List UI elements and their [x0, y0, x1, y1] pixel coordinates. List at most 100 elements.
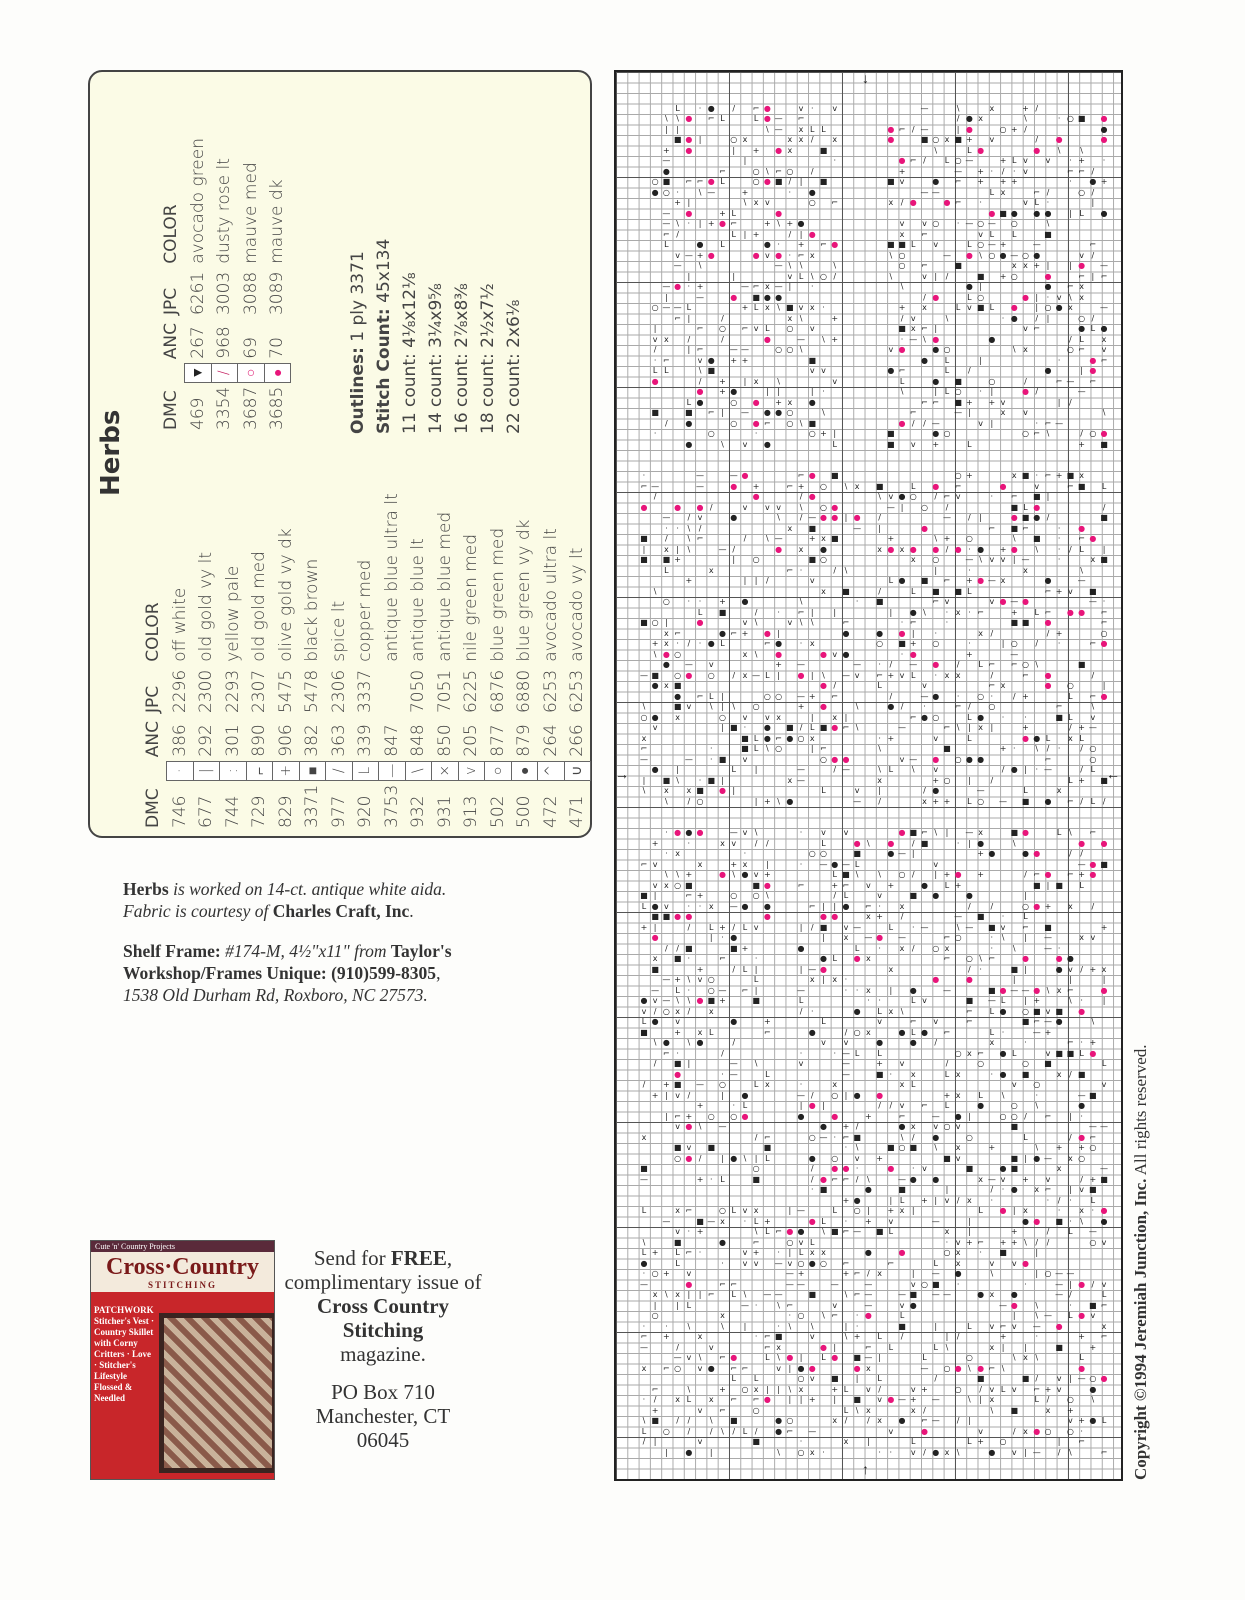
- stitch-symbol: ○: [820, 754, 827, 764]
- stitch-symbol: L: [765, 1227, 770, 1236]
- stitch-symbol: |: [1012, 555, 1016, 564]
- dmc-number: 932: [408, 795, 429, 828]
- stitch-symbol: ●: [763, 292, 771, 302]
- stitch-symbol: ⌐: [808, 901, 816, 911]
- stitch-symbol: ·: [799, 828, 803, 837]
- stitch-symbol: L: [1068, 691, 1073, 701]
- stitch-symbol: |: [698, 135, 702, 144]
- stitch-symbol: \: [709, 1416, 713, 1425]
- stitch-symbol: L: [1068, 775, 1073, 785]
- stitch-symbol: /: [721, 334, 724, 344]
- stitch-symbol: |: [934, 387, 938, 396]
- stitch-symbol: |: [653, 1437, 657, 1446]
- symbol-swatch: ■: [299, 761, 326, 781]
- stitch-symbol: v: [832, 103, 838, 113]
- stitch-symbol: \: [777, 219, 780, 228]
- stitch-symbol: —: [909, 754, 918, 764]
- stitch-symbol: L: [753, 114, 759, 123]
- stitch-symbol: x: [798, 124, 804, 134]
- stitch-symbol: \: [721, 1321, 724, 1331]
- stitch-symbol: +: [887, 880, 895, 890]
- stitch-symbol: ·: [653, 355, 657, 365]
- stitch-symbol: ○: [752, 555, 760, 564]
- stitch-symbol: |: [721, 775, 724, 785]
- stitch-symbol: L: [843, 891, 849, 900]
- stitch-symbol: ●: [640, 996, 648, 1005]
- stitch-symbol: ●: [898, 1248, 906, 1257]
- stitch-symbol: v: [1011, 1258, 1017, 1268]
- stitch-symbol: |: [1024, 1153, 1027, 1163]
- stitch-symbol: ■: [875, 481, 884, 491]
- stitch-symbol: ⌐: [719, 1405, 726, 1415]
- stitch-symbol: ■: [943, 744, 951, 753]
- stitch-symbol: ●: [909, 1300, 917, 1310]
- stitch-symbol: /: [1035, 313, 1039, 323]
- stitch-symbol: /: [1024, 376, 1027, 386]
- stitch-symbol: +: [1010, 1227, 1018, 1236]
- stitch-symbol: ●: [988, 849, 996, 858]
- stitch-symbol: —: [639, 1174, 648, 1184]
- stitch-symbol: ●: [842, 628, 850, 638]
- stitch-symbol: ■: [988, 985, 996, 995]
- stitch-symbol: —: [999, 796, 1008, 806]
- stitch-symbol: ⌐: [988, 523, 996, 533]
- stitch-symbol: ●: [685, 1122, 693, 1131]
- stitch-symbol: |: [754, 796, 758, 806]
- stitch-symbol: /: [1069, 397, 1072, 407]
- stitch-symbol: ■: [1055, 880, 1063, 890]
- stitch-symbol: x: [1090, 555, 1096, 564]
- stitch-symbol: L: [641, 1206, 647, 1215]
- stitch-symbol: L: [697, 607, 703, 617]
- stitch-symbol: —: [673, 1353, 682, 1362]
- stitch-symbol: ⌐: [1089, 1132, 1097, 1142]
- stitch-symbol: x: [1023, 1426, 1028, 1436]
- stitch-symbol: ·: [1069, 1300, 1072, 1310]
- stitch-symbol: |: [687, 345, 691, 354]
- stitch-symbol: L: [810, 124, 815, 134]
- stitch-symbol: /: [687, 639, 691, 648]
- stitch-symbol: x: [989, 103, 995, 113]
- stitch-symbol: x: [1000, 187, 1006, 197]
- stitch-symbol: —: [696, 292, 705, 302]
- stitch-symbol: ·: [721, 1069, 724, 1079]
- stitch-symbol: ●: [808, 1027, 816, 1037]
- stitch-symbol: +: [1078, 870, 1085, 879]
- stitch-symbol: |: [900, 502, 904, 512]
- stitch-symbol: ●: [842, 649, 850, 659]
- dmc-number: 744: [222, 795, 243, 828]
- stitch-symbol: ○: [977, 240, 985, 249]
- stitch-symbol: ⌐: [797, 114, 805, 123]
- stitch-symbol: /: [1080, 964, 1083, 974]
- stitch-symbol: /: [900, 1332, 904, 1341]
- dmc-number: 977: [328, 795, 349, 828]
- stitch-symbol: |: [642, 544, 646, 554]
- stitch-symbol: v: [1090, 712, 1096, 722]
- stitch-symbol: v: [955, 1237, 961, 1247]
- stitch-symbol: ○: [662, 187, 670, 197]
- stitch-symbol: L: [753, 303, 759, 312]
- stitch-symbol: ⌐: [1044, 607, 1052, 617]
- stitch-symbol: —: [718, 985, 727, 995]
- stitch-symbol: +: [1078, 723, 1085, 732]
- stitch-symbol: ⌐: [1033, 1384, 1041, 1394]
- stitch-symbol: v: [922, 996, 927, 1005]
- stitch-symbol: v: [697, 1405, 703, 1415]
- stitch-symbol: \: [1102, 408, 1106, 417]
- stitch-symbol: /: [709, 1426, 713, 1436]
- stitch-symbol: ⌐: [1033, 187, 1041, 197]
- stitch-symbol: /: [956, 1195, 960, 1205]
- stitch-symbol: ●: [752, 397, 760, 407]
- stitch-symbol: ●: [1022, 828, 1029, 837]
- stitch-symbol: —: [1055, 1269, 1064, 1278]
- stitch-symbol: x: [675, 1290, 680, 1299]
- stitch-symbol: ·: [1024, 1279, 1027, 1289]
- stitch-symbol: ■: [830, 1227, 839, 1236]
- stitch-symbol: x: [910, 1069, 916, 1079]
- stitch-symbol: |: [777, 387, 780, 396]
- stitch-symbol: v: [1045, 1006, 1051, 1016]
- stitch-symbol: ●: [797, 943, 805, 953]
- stitch-symbol: |: [1046, 261, 1050, 270]
- stitch-symbol: —: [797, 1279, 806, 1289]
- stitch-symbol: ●: [674, 691, 682, 701]
- center-arrow-left-icon: →: [615, 768, 629, 783]
